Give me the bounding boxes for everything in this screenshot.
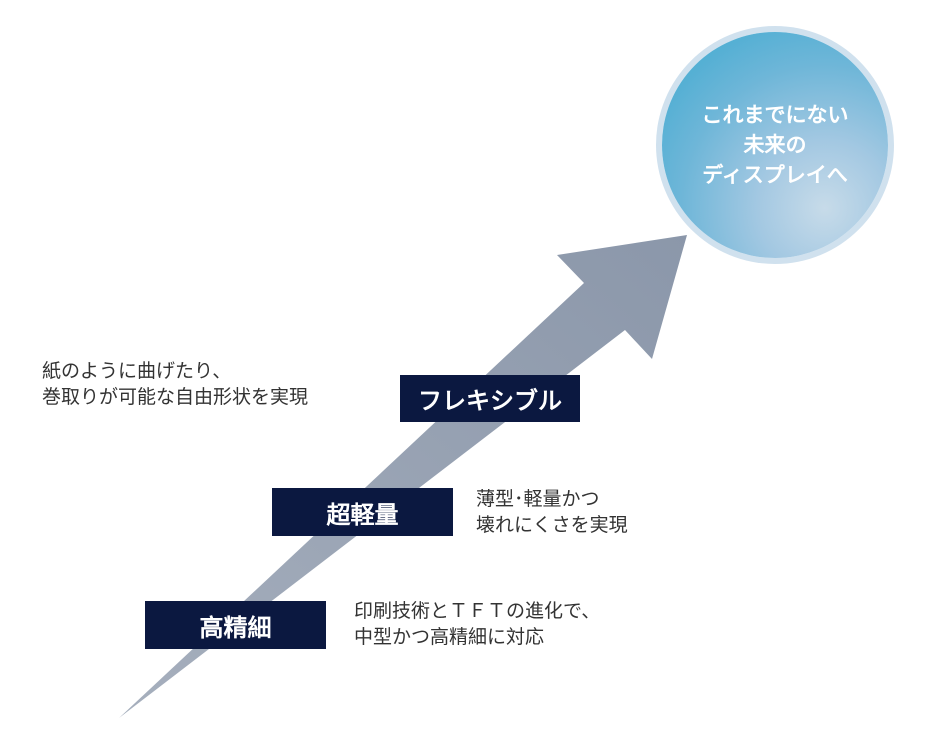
stage-label-high-definition: 高精細 <box>145 601 326 649</box>
goal-line-1: これまでにない <box>701 103 849 127</box>
goal-text: これまでにない 未来の ディスプレイへ <box>675 100 875 190</box>
stage-desc-ultralight-line-2: 壊れにくさを実現 <box>476 514 628 536</box>
stage-desc-high-definition-line-1: 印刷技術とＴＦＴの進化で、 <box>354 600 601 622</box>
stage-label-ultralight: 超軽量 <box>272 488 453 536</box>
goal-circle: これまでにない 未来の ディスプレイへ <box>662 32 888 258</box>
stage-label-ultralight-text: 超軽量 <box>326 500 399 529</box>
arrow-shape <box>119 235 687 718</box>
goal-line-3: ディスプレイへ <box>702 163 848 187</box>
stage-desc-high-definition-line-2: 中型かつ高精細に対応 <box>354 626 545 648</box>
stage-label-flexible: フレキシブル <box>400 375 580 422</box>
stage-label-flexible-text: フレキシブル <box>418 387 562 415</box>
stage-desc-flexible-line-2: 巻取りが可能な自由形状を実現 <box>42 386 309 408</box>
stage-desc-ultralight-line-1: 薄型･軽量かつ <box>476 488 600 510</box>
stage-desc-flexible-line-1: 紙のように曲げたり、 <box>42 360 232 382</box>
stage-desc-ultralight: 薄型･軽量かつ 壊れにくさを実現 <box>476 486 628 538</box>
goal-line-2: 未来の <box>743 133 807 157</box>
stage-desc-high-definition: 印刷技術とＴＦＴの進化で、 中型かつ高精細に対応 <box>354 598 600 650</box>
stage-label-high-definition-text: 高精細 <box>199 613 272 642</box>
stage-desc-flexible: 紙のように曲げたり、 巻取りが可能な自由形状を実現 <box>42 358 308 410</box>
